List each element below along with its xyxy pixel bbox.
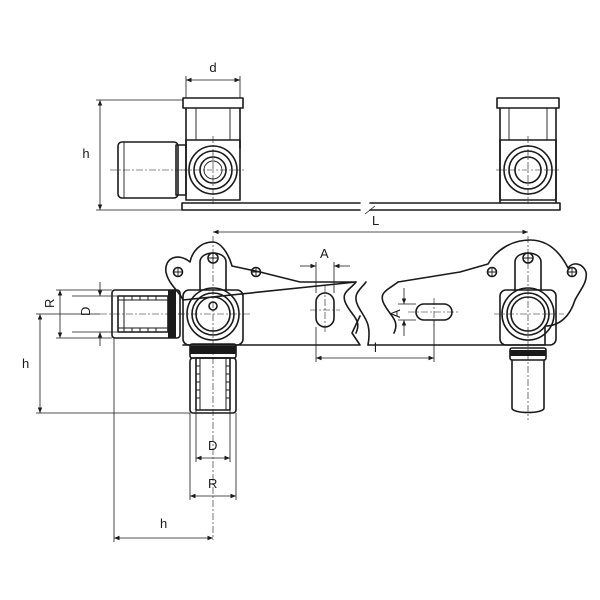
svg-text:h: h (82, 146, 89, 161)
svg-text:d: d (209, 60, 216, 75)
svg-text:D: D (78, 307, 93, 316)
dim-R-D-left: R D (42, 282, 118, 346)
left-press-sleeve (100, 289, 182, 339)
svg-text:l: l (374, 340, 377, 355)
svg-text:h: h (22, 356, 29, 371)
slots (310, 286, 460, 334)
svg-text:D: D (208, 438, 217, 453)
svg-text:h: h (160, 516, 167, 531)
dim-h-left: h (22, 313, 190, 414)
svg-text:A: A (320, 246, 329, 261)
left-front-fitting (178, 236, 252, 346)
top-view: d h (82, 60, 561, 211)
left-hanger (172, 252, 262, 311)
bottom-press-sleeve (189, 343, 237, 540)
dim-h-bottom: h (113, 338, 213, 542)
svg-text:A: A (388, 309, 403, 318)
right-front-fitting (494, 236, 564, 420)
dim-l: l (315, 320, 435, 362)
top-left-fitting (110, 97, 246, 204)
top-right-fitting (496, 97, 560, 204)
front-view: A A l (22, 236, 588, 542)
dim-A-horizontal: A (300, 246, 350, 293)
dim-d: d (185, 60, 241, 98)
dim-L: L (213, 205, 528, 235)
svg-text:R: R (208, 476, 217, 491)
dim-A-vertical: A (388, 288, 416, 336)
dim-D-R-bottom: D R (189, 410, 237, 500)
dim-h-top: h (82, 99, 183, 211)
svg-text:R: R (42, 299, 57, 308)
svg-text:L: L (372, 213, 379, 228)
